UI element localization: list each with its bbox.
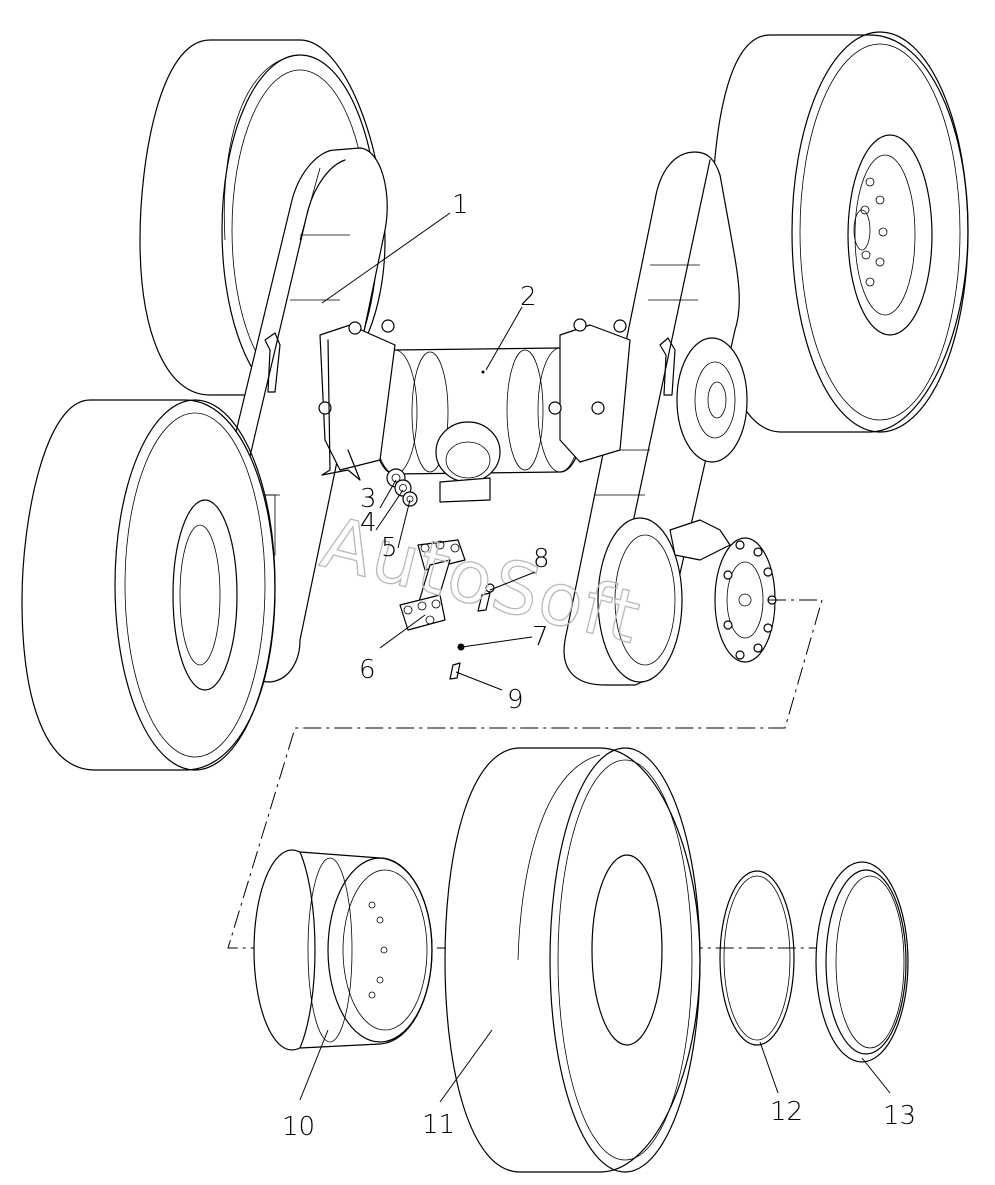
side-ring <box>815 861 909 1063</box>
cardan-shaft <box>399 539 466 631</box>
tire-rear-right <box>711 31 969 433</box>
tire-front-left <box>21 399 276 771</box>
callout-6: 6 <box>359 655 376 685</box>
callout-11: 11 <box>422 1110 455 1140</box>
callout-4: 4 <box>360 508 377 538</box>
callout-9: 9 <box>507 685 524 715</box>
callout-13: 13 <box>883 1101 916 1131</box>
callout-3: 3 <box>360 484 377 514</box>
callout-12: 12 <box>770 1097 803 1127</box>
leader-lines <box>299 212 891 1103</box>
callout-8: 8 <box>533 544 550 574</box>
wheel-rim <box>253 849 433 1051</box>
bolts-7-8-9 <box>449 583 495 680</box>
hub-bolts-rear-right <box>860 177 888 287</box>
callout-labels: 1 2 3 4 5 6 7 8 9 10 11 12 13 <box>282 190 916 1142</box>
tire-exploded <box>444 747 701 1173</box>
callout-10: 10 <box>282 1112 315 1142</box>
callout-7: 7 <box>532 622 549 652</box>
lock-ring <box>719 870 795 1046</box>
callout-5: 5 <box>381 533 398 563</box>
axle-housing <box>318 318 631 503</box>
washer-and-nuts <box>386 468 418 507</box>
callout-1: 1 <box>452 190 469 220</box>
callout-2: 2 <box>520 282 537 312</box>
